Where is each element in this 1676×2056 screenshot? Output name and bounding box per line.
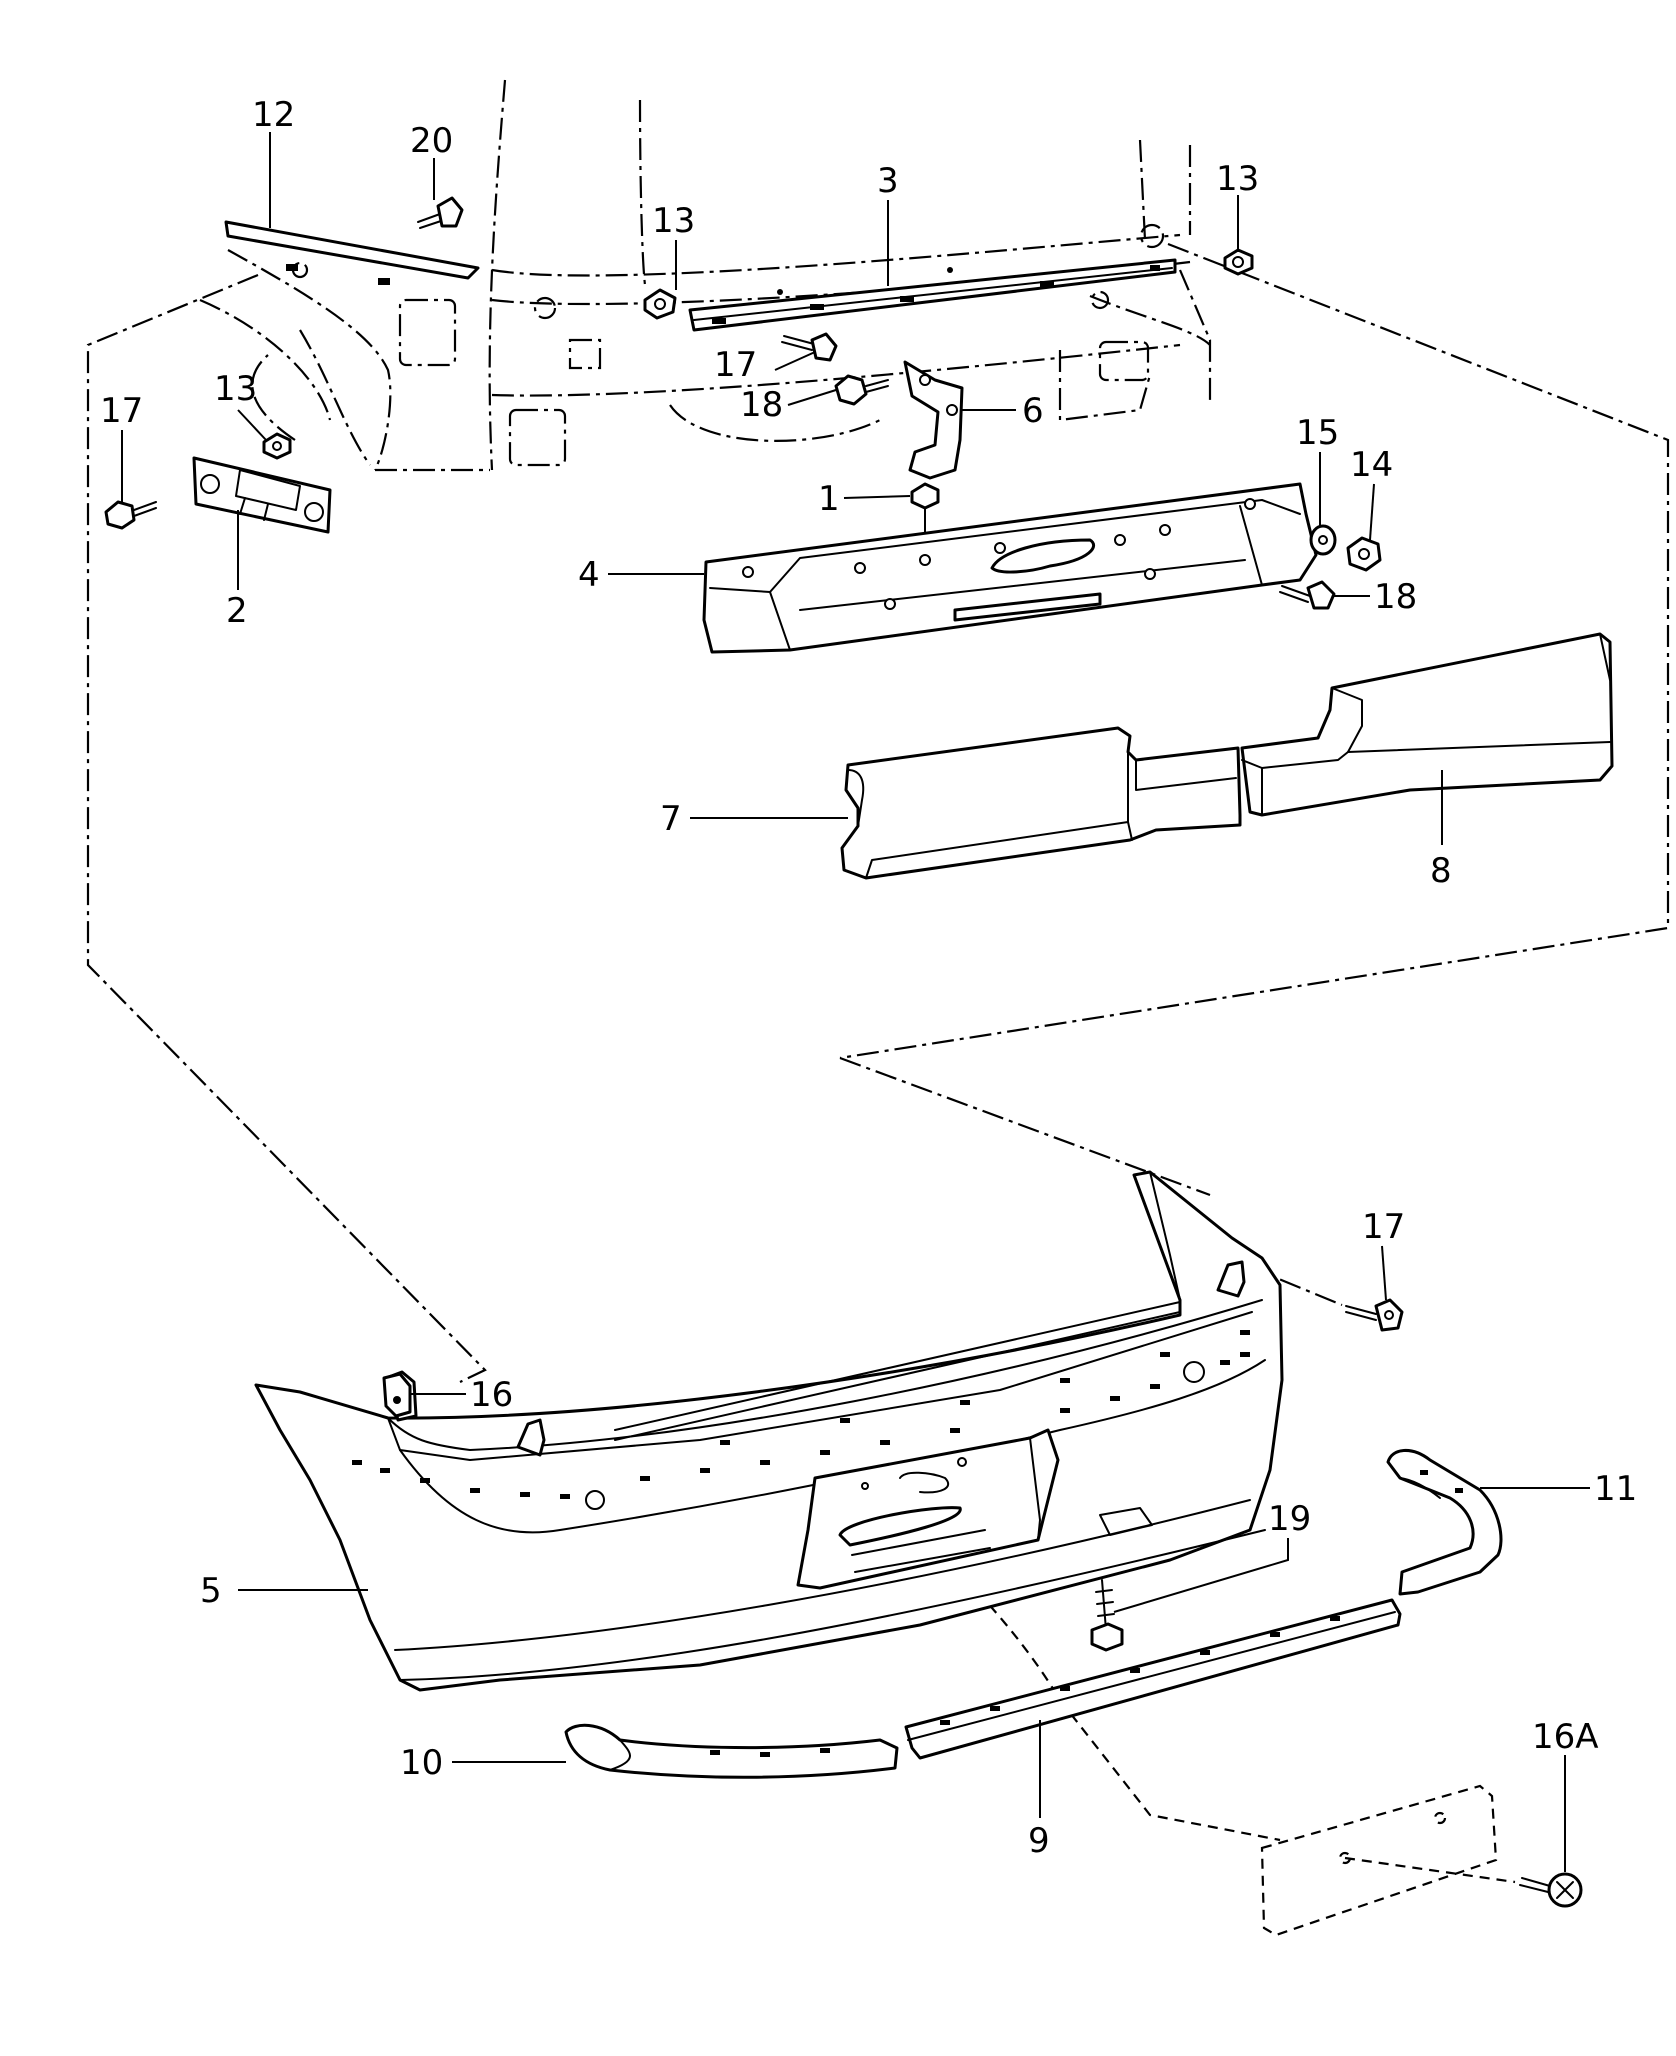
screw-19 [1090,1579,1124,1652]
callout-13-left: 13 [214,369,257,409]
bolt-18-mid [834,374,889,406]
callout-11: 11 [1594,1469,1637,1509]
clip-16 [382,1372,412,1418]
leader-17-mid [774,351,816,371]
callout-13-right: 13 [1216,159,1259,199]
part-11-lower-trim-right [1386,1449,1503,1596]
leader-17-right [1381,1245,1387,1301]
leader-1 [843,495,911,499]
slot-marks [352,1330,1250,1499]
callout-7: 7 [660,799,682,839]
bolt-17-right [1345,1298,1404,1332]
callout-13-mid: 13 [652,201,695,241]
callout-12: 12 [252,95,295,135]
part-6-bracket [903,360,964,480]
callout-17-mid: 17 [714,345,757,385]
part-3-mounting-rail [688,258,1177,332]
part-10-lower-trim-left [564,1723,899,1779]
part-5-bumper-cover [254,1170,1284,1692]
part-12-trim-strip [224,220,480,285]
callout-16a: 16A [1532,1717,1599,1757]
nut-13-right [1223,248,1254,276]
part-8-cover-right [1240,632,1614,817]
callout-1: 1 [818,479,840,519]
leader-19 [1113,1538,1289,1613]
callout-18-right: 18 [1374,577,1417,617]
part-16a-plate-bracket [1260,1784,1498,1937]
callout-2: 2 [226,591,248,631]
vehicle-body-outline [199,79,1212,472]
callout-5: 5 [200,1571,222,1611]
assembly-line-16a [1344,1856,1516,1884]
callout-20: 20 [410,121,453,161]
nut-14 [1346,536,1382,572]
nut-13-mid [643,288,677,320]
bolt-18-right [1279,580,1336,610]
washer-15 [1309,524,1337,556]
callout-17-right: 17 [1362,1207,1405,1247]
part-2-bracket [192,456,332,534]
part-9-lower-trim-center [904,1598,1402,1760]
callout-9: 9 [1028,1821,1050,1861]
leader-18-mid [787,389,837,406]
callout-16: 16 [470,1375,513,1415]
callout-8: 8 [1430,851,1452,891]
callout-3: 3 [877,161,899,201]
nut-13-left [262,432,292,460]
nut-1 [910,482,940,541]
bolt-17-left [104,500,157,530]
bolt-17-mid [781,332,838,362]
callout-17-left: 17 [100,391,143,431]
callout-18-mid: 18 [740,385,783,425]
part-7-cover-left [840,726,1242,880]
part-4-impact-beam [702,482,1318,654]
callout-10: 10 [400,1743,443,1783]
callout-14: 14 [1350,445,1393,485]
callout-19: 19 [1268,1499,1311,1539]
screw-16a [1519,1872,1583,1908]
callout-15: 15 [1296,413,1339,453]
callout-6: 6 [1022,391,1044,431]
leader-13-left [237,409,267,441]
leader-lines [121,132,1590,1872]
bolt-20 [417,196,464,229]
callout-4: 4 [578,555,600,595]
leader-14 [1369,483,1375,541]
callout-labels: 12 20 13 3 13 17 18 6 13 17 2 1 15 14 4 … [100,95,1637,1861]
